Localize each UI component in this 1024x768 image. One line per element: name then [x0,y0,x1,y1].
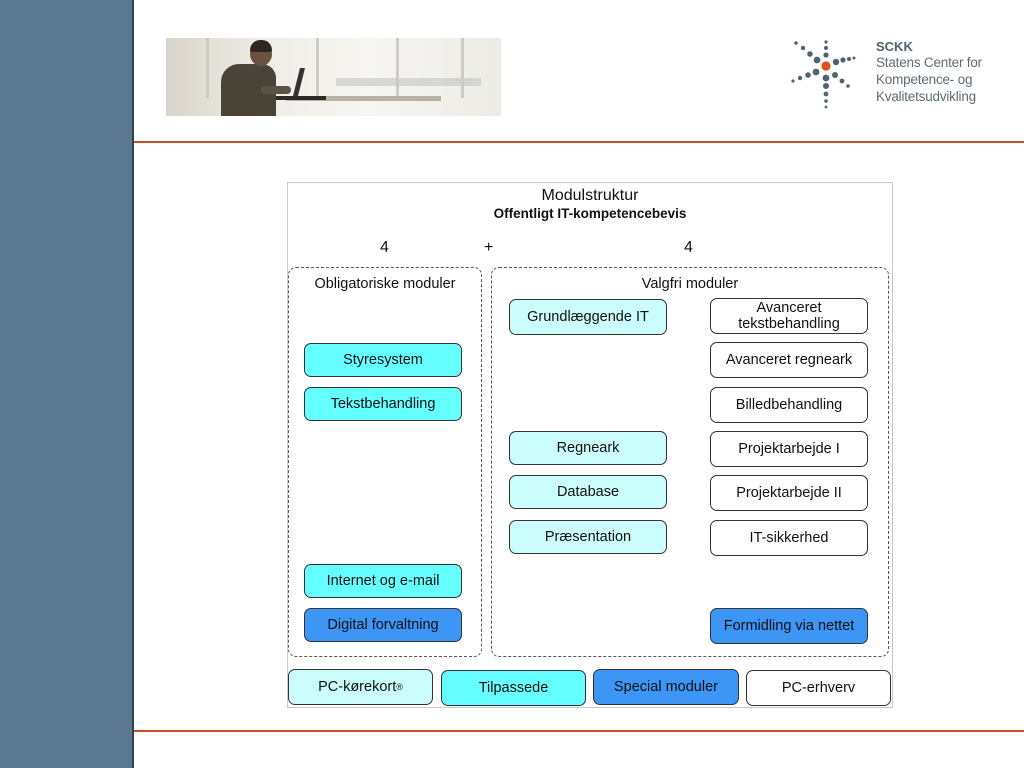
logo-center-dot [821,61,831,71]
legend-special-moduler[interactable]: Special moduler [593,669,739,705]
photo-table [286,96,441,101]
registered-mark: ® [396,682,403,692]
legend-label: Tilpassede [478,680,549,696]
mandatory-group-label: Obligatoriske moduler [314,276,456,292]
legend-tilpassede[interactable]: Tilpassede [441,670,586,706]
footer-divider [134,730,1024,732]
module-billedbehandling[interactable]: Billedbehandling [710,387,868,423]
module-regneark[interactable]: Regneark [509,431,667,465]
sckk-logo: SCKK Statens Center for Kompetence- og K… [786,34,996,114]
module-formidling-via-nettet[interactable]: Formidling via nettet [710,608,868,644]
module-database[interactable]: Database [509,475,667,509]
legend-label: Special moduler [614,679,718,695]
sckk-star-icon [791,40,856,109]
module-structure-diagram: Modulstruktur Offentligt IT-kompetencebe… [287,182,893,708]
logo-line: Kvalitetsudvikling [876,89,976,104]
photo-window-frame [396,38,399,98]
module-tekstbehandling[interactable]: Tekstbehandling [304,387,462,421]
module-projektarbejde-2[interactable]: Projektarbejde II [710,475,868,511]
photo-person-arm [261,86,291,94]
plus-operator: + [484,239,494,256]
logo-abbreviation: SCKK [876,39,913,54]
module-avanceret-tekstbehandling[interactable]: Avanceret tekstbehandling [710,298,868,334]
legend-pc-erhverv[interactable]: PC-erhverv [746,670,891,706]
legend-label: PC-kørekort [318,679,397,695]
header-divider [134,141,1024,143]
optional-modules-group: Valgfri moduler Grundlæggende IT Regnear… [491,267,889,657]
photo-window-frame [206,38,209,98]
optional-count: 4 [684,239,693,256]
mandatory-count: 4 [380,239,389,256]
diagram-subtitle: Offentligt IT-kompetencebevis [493,206,687,221]
photo-window-frame [316,38,319,98]
photo-person-hair [250,40,272,52]
module-internet-og-email[interactable]: Internet og e-mail [304,564,462,598]
photo-horizon [336,78,481,86]
module-avanceret-regneark[interactable]: Avanceret regneark [710,342,868,378]
photo-window-frame [461,38,464,98]
mandatory-modules-group: Obligatoriske moduler Styresystem Tekstb… [288,267,482,657]
optional-group-label: Valgfri moduler [641,276,739,292]
logo-line: Statens Center for [876,55,982,70]
logo-line: Kompetence- og [876,72,973,87]
module-digital-forvaltning[interactable]: Digital forvaltning [304,608,462,642]
module-praesentation[interactable]: Præsentation [509,520,667,554]
module-it-sikkerhed[interactable]: IT-sikkerhed [710,520,868,556]
sidebar-panel [0,0,134,768]
header-photo [166,38,501,116]
module-grundlaeggende-it[interactable]: Grundlæggende IT [509,299,667,335]
diagram-title: Modulstruktur [541,187,639,204]
photo-laptop-base [276,96,326,100]
module-projektarbejde-1[interactable]: Projektarbejde I [710,431,868,467]
legend-pc-koerekort[interactable]: PC-kørekort® [288,669,433,705]
legend-label: PC-erhverv [781,680,856,696]
module-styresystem[interactable]: Styresystem [304,343,462,377]
